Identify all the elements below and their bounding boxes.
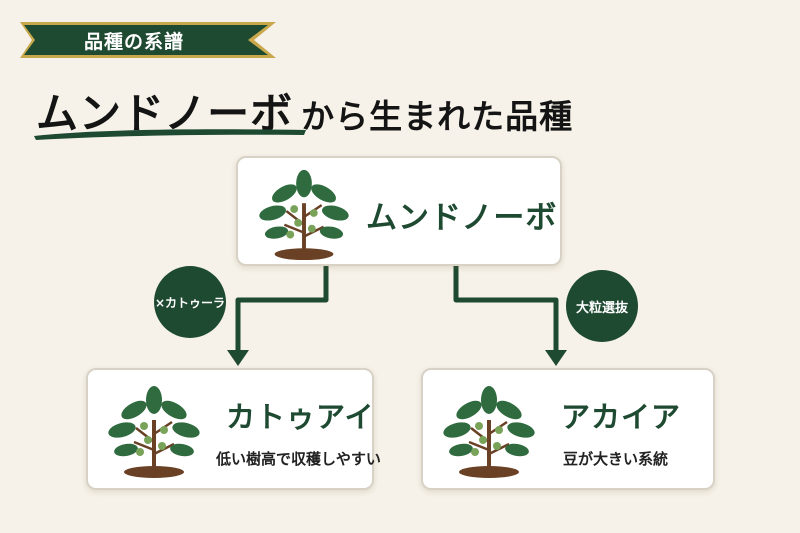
child-variety-description: 低い樹高で収穫しやすい <box>216 450 381 468</box>
page-title-rest: から生まれた品種 <box>301 97 574 136</box>
child-variety-description: 豆が大きい系統 <box>563 450 669 468</box>
coffee-plant-icon <box>259 169 349 261</box>
coffee-plant-icon <box>108 386 200 478</box>
section-tag-label: 品種の系譜 <box>83 30 184 53</box>
page-title: ムンドノーボ から生まれた品種 <box>36 80 573 140</box>
child-variety-name: アカイア <box>561 400 682 434</box>
brush-underline <box>34 129 306 140</box>
section-tag: 品種の系譜 <box>14 18 284 62</box>
coffee-plant-icon <box>443 386 535 478</box>
banner-shape <box>20 22 276 58</box>
relation-badge-cross: ×カトゥーラ <box>154 266 226 338</box>
child-variety-name: カトゥアイ <box>226 400 375 434</box>
root-variety-name: ムンドノーボ <box>366 200 558 236</box>
child-variety-card-catuai: カトゥアイ 低い樹高で収穫しやすい <box>86 368 381 490</box>
child-variety-card-acaia: アカイア 豆が大きい系統 <box>421 368 715 490</box>
relation-badge-selection: 大粒選抜 <box>566 270 638 342</box>
root-variety-card: ムンドノーボ <box>236 156 562 266</box>
